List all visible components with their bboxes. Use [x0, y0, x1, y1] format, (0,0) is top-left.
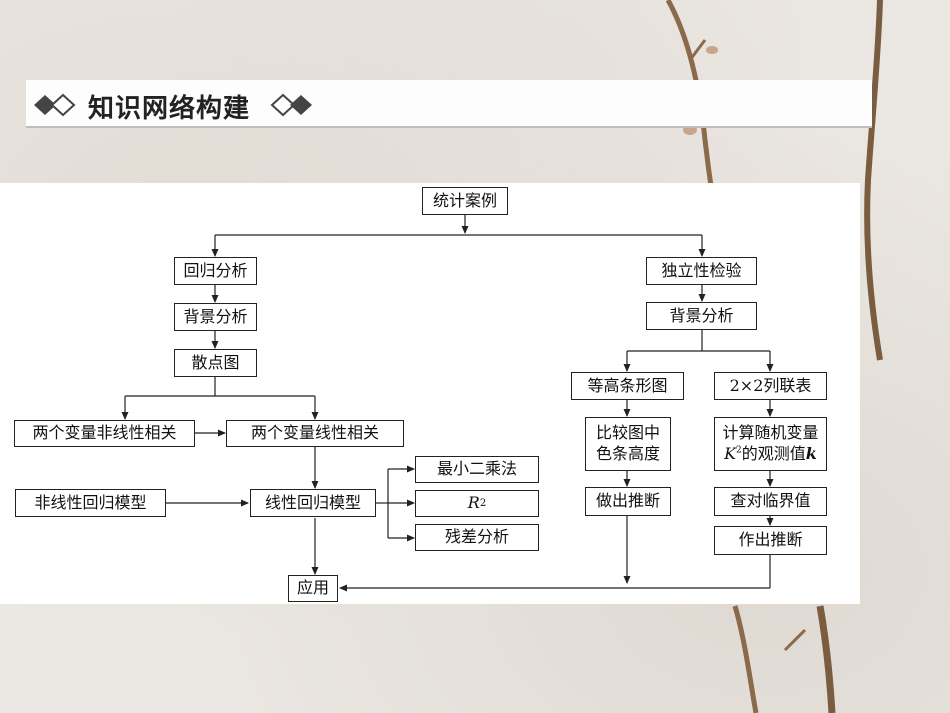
node-nonlinear-correlation: 两个变量非线性相关 — [14, 420, 195, 447]
k-exponent: 2 — [736, 445, 742, 456]
node-nonlinear-regression-model: 非线性回归模型 — [15, 489, 166, 517]
node-contingency-table: 2×2列联表 — [714, 372, 827, 400]
compare-line-1: 比较图中 — [595, 423, 660, 443]
node-regression-background: 背景分析 — [174, 303, 257, 331]
node-make-inference-right: 作出推断 — [714, 526, 827, 555]
node-least-squares: 最小二乘法 — [415, 456, 539, 483]
node-make-inference-left: 做出推断 — [585, 487, 671, 516]
node-scatter-plot: 散点图 — [174, 349, 257, 377]
node-independence-test: 独立性检验 — [646, 257, 757, 285]
compute-line-1: 计算随机变量 — [722, 423, 819, 443]
r-symbol: R — [467, 493, 480, 513]
node-compute-random-variable: 计算随机变量 K2的观测值k — [714, 417, 827, 471]
node-linear-correlation: 两个变量线性相关 — [226, 420, 404, 447]
node-independence-background: 背景分析 — [646, 302, 757, 330]
compute-observed: 的观测值 — [741, 444, 806, 463]
k-symbol: K — [724, 444, 737, 463]
node-regression-analysis: 回归分析 — [174, 257, 257, 285]
connector-lines — [121, 214, 774, 592]
r-exponent: 2 — [479, 498, 487, 509]
compare-line-2: 色条高度 — [595, 444, 660, 463]
node-check-critical-value: 查对临界值 — [714, 487, 827, 516]
diagram-panel: 统计案例 回归分析 背景分析 散点图 两个变量非线性相关 两个变量线性相关 非线… — [0, 183, 860, 604]
section-title: 知识网络构建 — [88, 94, 251, 124]
node-linear-regression-model: 线性回归模型 — [250, 489, 376, 517]
node-statistical-cases: 统计案例 — [422, 187, 508, 215]
section-header: 知识网络构建 — [26, 80, 872, 128]
node-compare-bar-heights: 比较图中 色条高度 — [585, 417, 671, 471]
k-value: k — [805, 444, 817, 463]
double-diamond-icon — [34, 93, 76, 117]
node-residual-analysis: 残差分析 — [415, 524, 539, 551]
double-diamond-icon — [270, 93, 312, 117]
compute-line-2: K2的观测值k — [724, 444, 817, 465]
node-equal-height-bar-chart: 等高条形图 — [571, 372, 684, 400]
node-application: 应用 — [288, 575, 338, 602]
